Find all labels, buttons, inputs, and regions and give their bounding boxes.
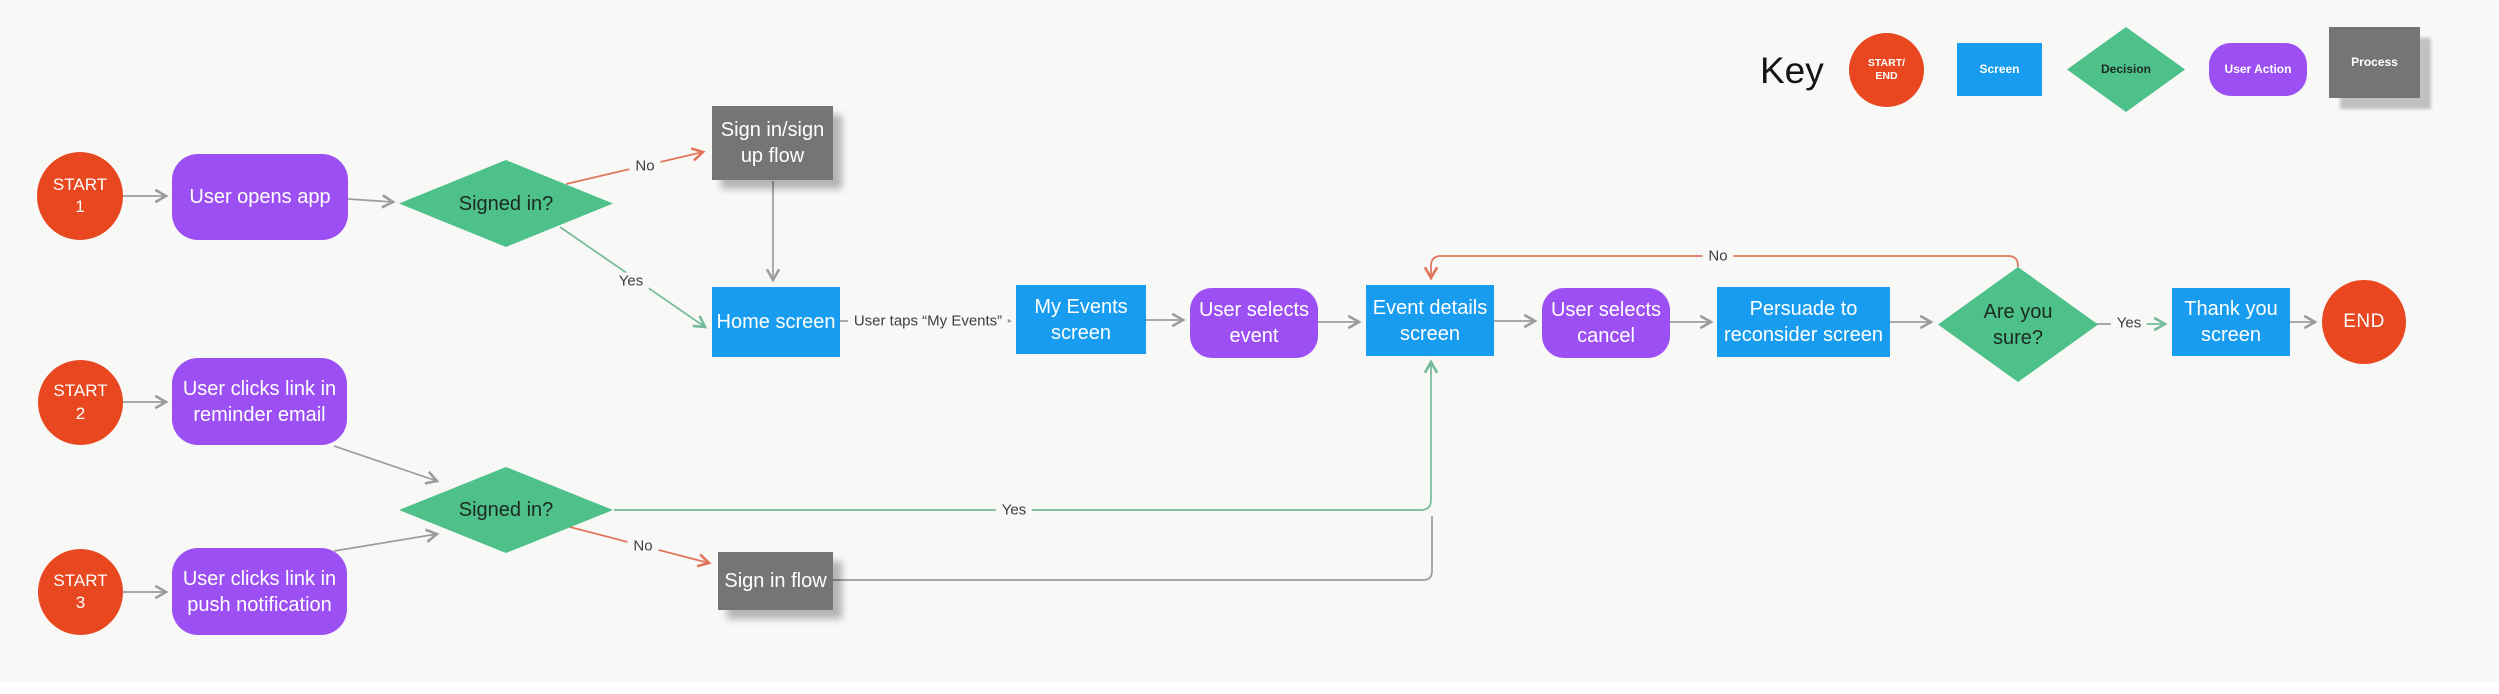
node-thank-you-screen[interactable]: Thank you screen (2172, 288, 2290, 356)
edge-reminder-signedin2[interactable] (333, 445, 440, 485)
legend-process-shape[interactable]: Process (2329, 27, 2420, 98)
edge-label-user-taps-my-events: User taps “My Events” (847, 312, 1009, 330)
node-sign-in-sign-up-flow[interactable]: Sign in/sign up flow (712, 106, 833, 180)
canvas-bottom-strip (0, 682, 2499, 694)
edge-label-no-loop: No (1702, 247, 1734, 265)
node-start-2[interactable]: START 2 (38, 360, 123, 445)
legend-user-action-shape[interactable]: User Action (2209, 43, 2307, 96)
node-end[interactable]: END (2322, 280, 2406, 364)
edge-label-yes-1: Yes (612, 272, 650, 290)
node-push-notification[interactable]: User clicks link in push notification (172, 548, 347, 635)
edge-label-yes-final: Yes (2110, 314, 2148, 332)
node-event-details-screen[interactable]: Event details screen (1366, 285, 1494, 356)
edge-signinflow-join[interactable] (833, 516, 1433, 581)
node-sign-in-flow[interactable]: Sign in flow (718, 552, 833, 610)
node-reminder-email[interactable]: User clicks link in reminder email (172, 358, 347, 445)
node-home-screen[interactable]: Home screen (712, 287, 840, 357)
legend-screen-shape[interactable]: Screen (1957, 43, 2042, 96)
edge-signedin2-yes-eventdetails[interactable] (614, 359, 1439, 511)
edge-label-yes-2: Yes (995, 501, 1033, 519)
node-start-3[interactable]: START 3 (38, 549, 123, 635)
edge-opens-app-signedin1[interactable] (347, 194, 396, 209)
key-heading[interactable]: Key (1760, 50, 1824, 91)
edge-label-no-2: No (627, 537, 659, 555)
legend-start-end-shape[interactable]: START/ END (1849, 33, 1924, 107)
node-persuade-screen[interactable]: Persuade to reconsider screen (1717, 287, 1890, 357)
node-user-selects-cancel[interactable]: User selects cancel (1542, 288, 1670, 358)
node-user-opens-app[interactable]: User opens app (172, 154, 348, 240)
edge-push-signedin2[interactable] (333, 528, 440, 552)
edge-label-no-1: No (629, 157, 661, 175)
node-user-selects-event[interactable]: User selects event (1190, 288, 1318, 358)
node-my-events-screen[interactable]: My Events screen (1016, 285, 1146, 354)
node-start-1[interactable]: START 1 (37, 152, 123, 240)
